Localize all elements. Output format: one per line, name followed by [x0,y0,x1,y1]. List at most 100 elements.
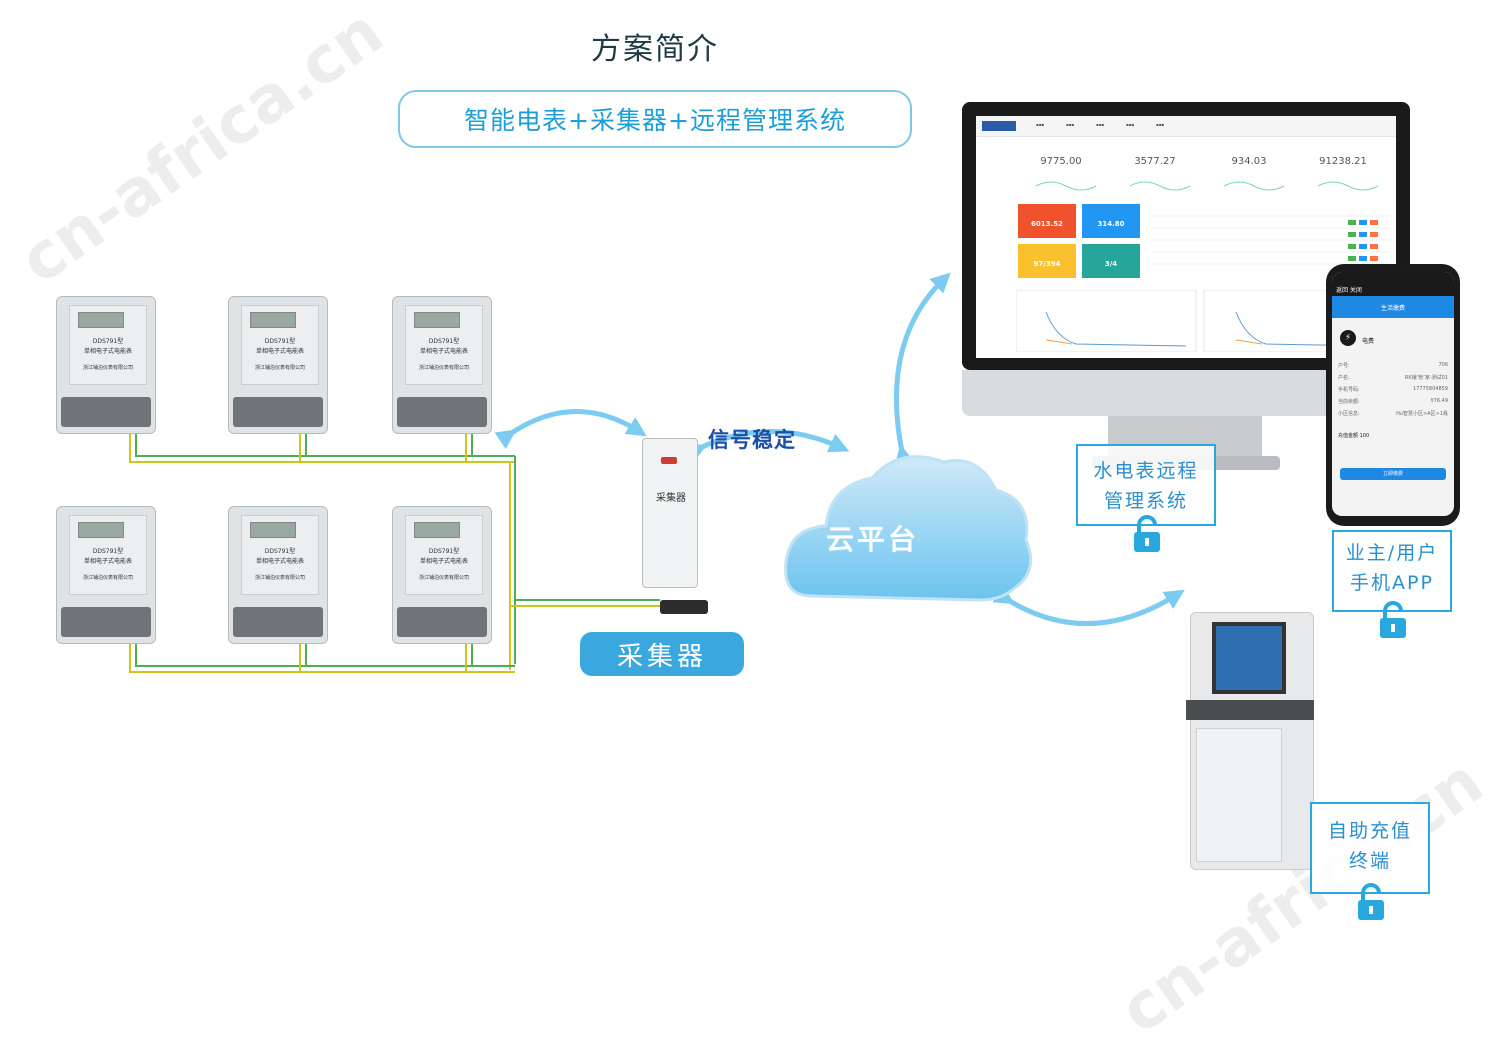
meter-terminal-block [61,607,151,637]
phone-row-value: ¥76.49 [1430,398,1449,404]
electric-meter: DDS791型 单相电子式电能表 浙江铺泊仪表有限公司 [392,296,492,434]
meter-window: DDS791型 单相电子式电能表 浙江铺泊仪表有限公司 [241,305,319,385]
phone-nav: 返回 关闭 [1332,282,1454,296]
phone-row: 小区信息:Hu智慧小区>A区>1栋 [1338,410,1448,417]
lock-icon [1134,515,1160,552]
electric-meter: DDS791型 单相电子式电能表 浙江铺泊仪表有限公司 [228,506,328,644]
meter-lcd [78,522,124,538]
kiosk-label: 自助充值 终端 [1310,802,1430,894]
meter-maker: 浙江铺泊仪表有限公司 [418,575,469,581]
phone-screen: 返回 关闭 生活缴费 ⚡ 电费 户号:706 户名: RK铺‘管’家-测试01 手… [1332,272,1454,516]
phone-amount-label: 充值金额 [1338,433,1359,439]
phone-row-key: 手机号码: [1338,387,1360,393]
meter-window: DDS791型 单相电子式电能表 浙江铺泊仪表有限公司 [69,515,147,595]
electric-meter: DDS791型 单相电子式电能表 浙江铺泊仪表有限公司 [392,506,492,644]
remote-system-line2: 管理系统 [1103,490,1188,512]
stat-card: 91238.21 [1298,144,1388,196]
meter-window: DDS791型 单相电子式电能表 浙江铺泊仪表有限公司 [405,305,483,385]
tile-card: 3/4 [1082,244,1140,278]
phone-row-value: 17775804859 [1413,386,1448,392]
phone-row-key: 户名: [1338,375,1350,381]
meter-type: 单相电子式电能表 [83,558,132,565]
meter-type: 单相电子式电能表 [83,348,132,355]
stat-sparklines [1035,181,1379,191]
meter-model: DDS791型 [264,338,296,345]
nav-item: ▪▪▪ [1096,122,1105,127]
stat-value: 934.03 [1231,156,1267,167]
meter-type: 单相电子式电能表 [255,348,304,355]
meter-window: DDS791型 单相电子式电能表 浙江铺泊仪表有限公司 [405,515,483,595]
meter-maker: 浙江铺泊仪表有限公司 [82,365,133,371]
kiosk-door [1196,728,1282,862]
stat-value: 91238.21 [1319,156,1367,167]
remote-system-line1: 水电表远程 [1093,460,1199,482]
meter-type: 单相电子式电能表 [419,348,468,355]
phone-header-title: 生活缴费 [1380,304,1405,312]
meter-maker: 浙江铺泊仪表有限公司 [254,365,305,371]
smartphone: 返回 关闭 生活缴费 ⚡ 电费 户号:706 户名: RK铺‘管’家-测试01 手… [1326,264,1460,526]
phone-item-name: 电费 [1362,338,1375,345]
owner-app-label: 业主/用户 手机APP [1332,530,1452,612]
phone-row-value: Hu智慧小区>A区>1栋 [1396,411,1448,417]
tile-value: 314.80 [1097,220,1125,228]
lightning-icon: ⚡ [1340,330,1356,346]
page-title: 方案简介 [591,32,719,67]
cloud-shape [784,455,1033,602]
flow-arrows [494,272,1185,626]
kiosk-line1: 自助充值 [1327,820,1412,842]
phone-row: 手机号码: 17775804859 [1338,386,1448,393]
phone-amount: 充值金额 100 [1338,432,1448,439]
owner-app-line1: 业主/用户 [1345,542,1439,564]
nav-item: ▪▪▪ [1156,122,1165,127]
meter-model: DDS791型 [92,548,124,555]
collector-tag-text: 采集器 [616,641,707,672]
phone-status-bar [1332,272,1454,282]
connection-layer [129,272,1185,673]
stat-value: 3577.27 [1134,156,1176,167]
pay-now-button[interactable]: 立即缴费 [1340,468,1446,480]
electric-meter: DDS791型 单相电子式电能表 浙江铺泊仪表有限公司 [56,296,156,434]
remote-system-label: 水电表远程 管理系统 [1076,444,1216,526]
meter-terminal-block [233,397,323,427]
stat-card: 934.03 [1204,144,1294,196]
meter-lcd [250,312,296,328]
collector-device: 采集器 [642,438,698,588]
meter-type: 单相电子式电能表 [419,558,468,565]
stat-card: 9775.00 [1016,144,1106,196]
lock-icon [1358,883,1384,920]
stat-value: 9775.00 [1040,156,1082,167]
signal-stable-label: 信号稳定 [708,428,796,452]
meter-maker: 浙江铺泊仪表有限公司 [254,575,305,581]
stat-card: 3577.27 [1110,144,1200,196]
electric-meter: DDS791型 单相电子式电能表 浙江铺泊仪表有限公司 [228,296,328,434]
dashboard-charts [1016,290,1390,352]
kiosk-line2: 终端 [1348,850,1391,872]
phone-row: 户号:706 [1338,362,1448,369]
bus-wires [129,430,660,673]
meter-lcd [414,312,460,328]
subtitle-text: 智能电表+采集器+远程管理系统 [464,106,846,135]
tile-value: 3/4 [1104,260,1118,268]
subtitle-pill: 智能电表+采集器+远程管理系统 [398,90,912,148]
phone-row-key: 当前余额: [1338,399,1360,405]
meter-model: DDS791型 [264,548,296,555]
meter-type: 单相电子式电能表 [255,558,304,565]
cloud-platform-label: 云平台 [826,523,920,556]
nav-item: ▪▪▪ [1066,122,1075,127]
lock-icon [1380,601,1406,638]
meter-maker: 浙江铺泊仪表有限公司 [82,575,133,581]
phone-back-link: 返回 关闭 [1336,287,1362,294]
meter-model: DDS791型 [428,338,460,345]
phone-row-value: RK铺‘管’家-测试01 [1404,375,1448,381]
tile-card: 97/394 [1018,244,1076,278]
collector-device-label: 采集器 [656,493,686,504]
phone-row-key: 户号: [1338,363,1350,369]
dashboard-stats: 9775.00 3577.27 934.03 91238.21 [1016,144,1390,196]
meter-model: DDS791型 [428,548,460,555]
phone-header: 生活缴费 [1332,296,1454,318]
kiosk-shelf [1186,700,1314,720]
tile-card: 314.80 [1082,204,1140,238]
meter-window: DDS791型 单相电子式电能表 浙江铺泊仪表有限公司 [69,305,147,385]
dashboard-navbar: ▪▪▪ ▪▪▪ ▪▪▪ ▪▪▪ ▪▪▪ [976,116,1396,137]
meter-lcd [78,312,124,328]
